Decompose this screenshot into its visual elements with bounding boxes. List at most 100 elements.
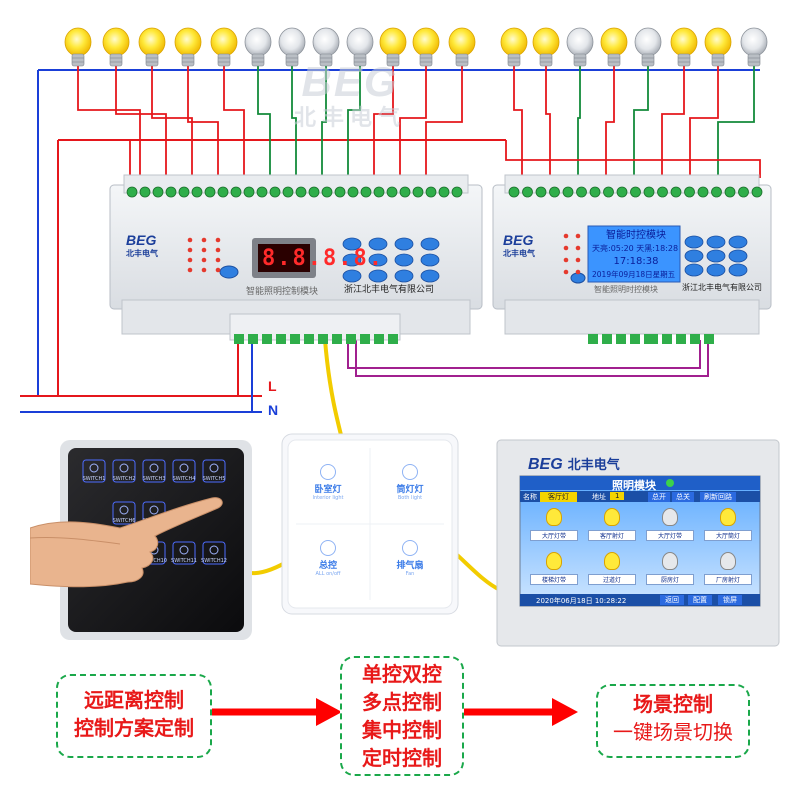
- lamp-bulb-icon: [244, 27, 272, 67]
- status-led: [201, 267, 207, 273]
- address-field[interactable]: 1: [610, 492, 625, 500]
- bulb-base: [217, 53, 231, 67]
- touch-lamp-toggle[interactable]: 过道灯: [588, 552, 636, 585]
- lamp-bulb-icon: [210, 27, 238, 67]
- terminal-screw: [535, 186, 547, 198]
- terminal-screw: [451, 186, 463, 198]
- bulb-glass: [412, 27, 440, 57]
- terminal-screw: [386, 186, 398, 198]
- touch-lamp-toggle[interactable]: 大厅筒灯: [704, 508, 752, 541]
- status-led: [563, 233, 569, 239]
- label-scene-control: 场景控制: [633, 692, 713, 716]
- touch-lamp-toggle[interactable]: 厨房灯: [646, 552, 694, 585]
- lamp-return-wire: [373, 66, 394, 178]
- bottom-terminal: [602, 334, 612, 344]
- arrow-left-head: [316, 698, 342, 726]
- module-key-button: [368, 237, 388, 251]
- lamp-bulb-icon: [312, 27, 340, 67]
- glass-button-label[interactable]: SWITCH11: [171, 558, 197, 564]
- lamp-return-wire: [605, 66, 615, 178]
- name-field[interactable]: 客厅灯: [540, 492, 577, 502]
- lamp-off-icon: [662, 552, 678, 570]
- bulb-glass: [566, 27, 594, 57]
- bulb-glass: [448, 27, 476, 57]
- lcd-line-4: 2019年09月18日星期五: [592, 270, 676, 279]
- glass-button-label[interactable]: SWITCH5: [202, 476, 226, 482]
- wall-switch: [281, 433, 459, 615]
- config-button[interactable]: 配置: [688, 595, 712, 605]
- terminal-screw: [724, 186, 736, 198]
- touch-lamp-toggle[interactable]: 楼梯灯带: [530, 552, 578, 585]
- label-timed: 定时控制: [362, 746, 442, 770]
- touch-lamp-toggle[interactable]: 大厅灯带: [530, 508, 578, 541]
- terminal-screw: [295, 186, 307, 198]
- lamp-bulb-icon: [670, 27, 698, 67]
- left-module-name: 智能照明控制模块: [246, 287, 319, 297]
- touch-lamp-toggle[interactable]: 大厅灯带: [646, 508, 694, 541]
- label-centralized: 集中控制: [362, 718, 442, 742]
- touch-lamp-toggle[interactable]: 厂房射灯: [704, 552, 752, 585]
- module-key-button: [684, 263, 704, 277]
- bulb-glass: [346, 27, 374, 57]
- lamp-off-icon: [720, 552, 736, 570]
- left-brand-cn: 北丰电气: [126, 249, 158, 258]
- status-indicator-icon: [666, 479, 674, 487]
- arrow-right-head: [552, 698, 578, 726]
- status-led: [187, 267, 193, 273]
- glass-button-label[interactable]: SWITCH3: [142, 476, 166, 482]
- touch-screen-brand: BEG 北丰电气: [528, 454, 620, 474]
- left-module-brand: BEG 北丰电气: [126, 232, 158, 259]
- lamp-label: 过道灯: [588, 574, 636, 585]
- label-scene-switch: 一键场景切换: [613, 720, 733, 744]
- glass-button-label[interactable]: SWITCH10: [141, 558, 167, 564]
- touch-title: 照明模块: [612, 479, 656, 492]
- wall-button-label: 总控: [318, 561, 337, 571]
- bulb-glass: [670, 27, 698, 57]
- module-key-button: [394, 237, 414, 251]
- refresh-loop-button[interactable]: 刷新回路: [700, 492, 736, 502]
- module-key-button: [342, 237, 362, 251]
- glass-button-label[interactable]: SWITCH4: [172, 476, 196, 482]
- lamp-bulb-icon: [566, 27, 594, 67]
- terminal-screw: [230, 186, 242, 198]
- wall-button-sublabel: Fan: [405, 571, 415, 577]
- right-module-terminals: [508, 186, 763, 344]
- wall-button-sublabel: ALL on/off: [315, 571, 341, 577]
- terminal-screw: [165, 186, 177, 198]
- glass-button-label[interactable]: SWITCH6: [112, 518, 136, 524]
- bus-wire-1: [355, 340, 709, 377]
- left-module-keypad: [219, 237, 440, 283]
- lamp-bulb-icon: [138, 27, 166, 67]
- glass-button-label[interactable]: SWITCH1: [82, 476, 106, 482]
- module-key-button: [368, 269, 388, 283]
- glass-button-label[interactable]: SWITCH2: [112, 476, 136, 482]
- status-led: [563, 269, 569, 275]
- lock-screen-button[interactable]: 锁屏: [718, 595, 742, 605]
- right-module-lcd: 智能时控模块 天亮:05:20 天黑:18:28 17:18:38 2019年0…: [592, 229, 680, 281]
- status-led: [187, 247, 193, 253]
- module-key-button: [420, 237, 440, 251]
- right-module-leds: [563, 233, 581, 275]
- back-button[interactable]: 返回: [660, 595, 684, 605]
- label-box-remote: 远距离控制 控制方案定制: [56, 674, 212, 758]
- bulb-base: [607, 53, 621, 67]
- lamp-bulb-icon: [64, 27, 92, 67]
- lamp-bulb-icon: [532, 27, 560, 67]
- all-off-button[interactable]: 总关: [672, 492, 694, 502]
- glass-button-label[interactable]: SWITCH12: [201, 558, 227, 564]
- terminal-screw: [412, 186, 424, 198]
- lamp-bulb-icon: [634, 27, 662, 67]
- lamp-return-wire: [577, 66, 581, 178]
- terminal-screw: [191, 186, 203, 198]
- touch-lamp-toggle[interactable]: 客厅射灯: [588, 508, 636, 541]
- wall-button-icon: [402, 464, 418, 480]
- all-on-button[interactable]: 总开: [648, 492, 670, 502]
- bulb-icon: [149, 463, 159, 473]
- terminal-screw: [630, 186, 641, 198]
- lamp-return-wire: [223, 66, 245, 178]
